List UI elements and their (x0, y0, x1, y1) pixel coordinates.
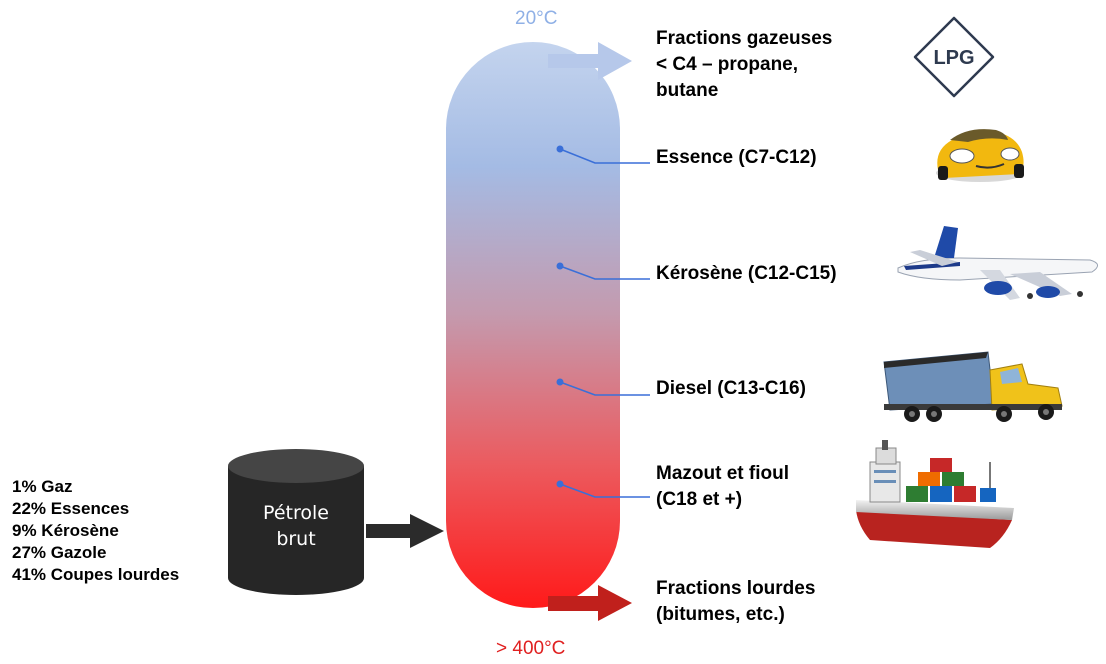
connector-lines (559, 148, 650, 498)
composition-item: 9% Kérosène (12, 521, 119, 540)
connector-fuel-oil (559, 483, 650, 498)
crude-oil-label-line2: brut (276, 528, 316, 550)
connector-gasoline (559, 148, 650, 164)
heavy-fraction-line1: Fractions lourdes (656, 578, 816, 599)
heavy-output-arrow (548, 585, 632, 621)
bottom-temperature: > 400°C (496, 638, 566, 659)
fuel-oil-line2: (C18 et +) (656, 489, 743, 510)
composition-item: 27% Gazole (12, 543, 107, 562)
crude-feed-arrow (366, 514, 444, 548)
crude-composition-list: 1% Gaz 22% Essences 9% Kérosène 27% Gazo… (12, 476, 179, 586)
car-icon (936, 129, 1024, 182)
composition-item: 41% Coupes lourdes (12, 565, 180, 584)
gas-fraction-line1: Fractions gazeuses (656, 28, 833, 49)
ship-icon (856, 440, 1014, 548)
dot-kerosene (556, 262, 564, 270)
kerosene-label: Kérosène (C12-C15) (656, 263, 837, 284)
truck-icon (883, 351, 1063, 422)
dot-diesel (556, 378, 564, 386)
distillation-column (446, 42, 620, 608)
lpg-sign-icon: LPG (913, 16, 995, 98)
svg-text:LPG: LPG (933, 47, 974, 69)
composition-item: 1% Gaz (12, 477, 73, 496)
gas-fraction-label: Fractions gazeuses < C4 – propane, butan… (656, 26, 832, 104)
diesel-label: Diesel (C13-C16) (656, 378, 806, 399)
crude-oil-label: Pétrole brut (228, 500, 364, 552)
composition-item: 22% Essences (12, 499, 130, 518)
airplane-icon (897, 226, 1098, 300)
heavy-fraction-line2: (bitumes, etc.) (656, 604, 785, 625)
fuel-oil-label: Mazout et fioul (C18 et +) (656, 461, 789, 513)
heavy-fraction-label: Fractions lourdes (bitumes, etc.) (656, 576, 815, 628)
gas-fraction-line2: < C4 – propane, (656, 54, 799, 75)
dot-gasoline (556, 145, 564, 153)
gasoline-label: Essence (C7-C12) (656, 147, 817, 168)
connector-diesel (559, 381, 650, 396)
connector-kerosene (559, 265, 650, 280)
dot-fuel-oil (556, 480, 564, 488)
fuel-oil-line1: Mazout et fioul (656, 463, 789, 484)
gas-output-arrow (548, 42, 632, 80)
connector-dots (556, 145, 564, 488)
gas-fraction-line3: butane (656, 80, 719, 101)
crude-oil-barrel (228, 449, 364, 595)
crude-oil-label-line1: Pétrole (263, 502, 329, 524)
top-temperature: 20°C (515, 8, 558, 29)
